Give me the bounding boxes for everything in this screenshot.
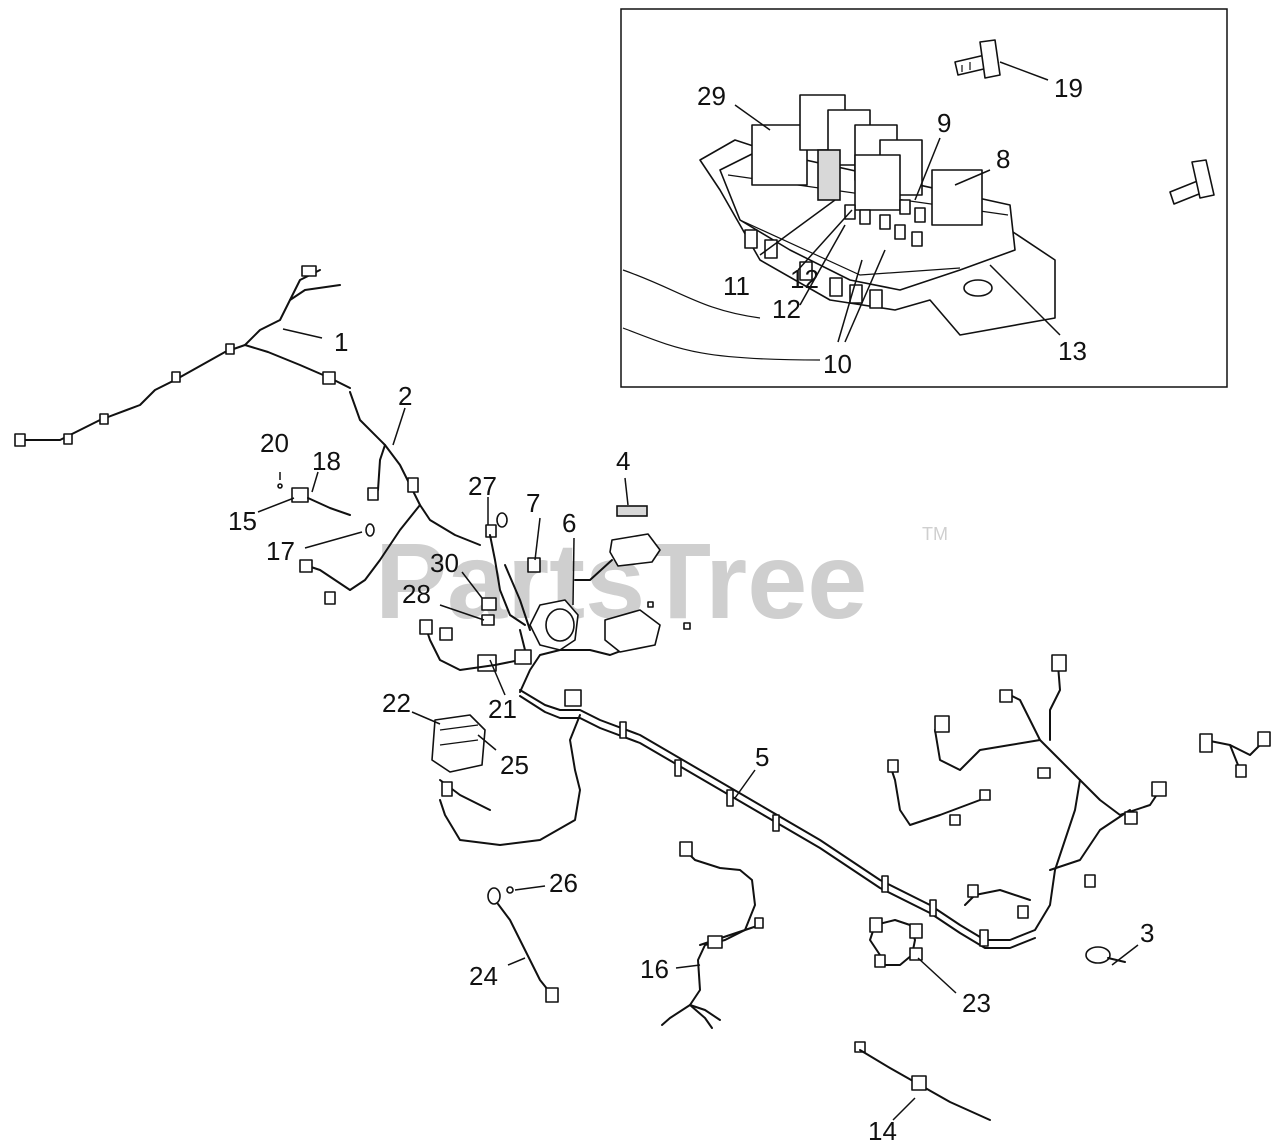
- callout-25: 25: [500, 750, 529, 780]
- callout-11: 11: [723, 271, 750, 301]
- callout-30: 30: [430, 548, 459, 578]
- relay-15: [257, 471, 375, 549]
- callout-16: 16: [640, 954, 669, 984]
- sensor-24: [487, 885, 559, 1003]
- callout-10: 10: [823, 349, 852, 379]
- callout-29: 29: [697, 81, 726, 111]
- callout-12-upper: 12: [790, 264, 819, 294]
- controller-22: [411, 711, 497, 811]
- callout-26: 26: [549, 868, 578, 898]
- callout-27: 27: [468, 471, 497, 501]
- callout-12-lower: 12: [772, 294, 801, 324]
- callout-24: 24: [469, 961, 498, 991]
- callout-14: 14: [868, 1116, 897, 1146]
- cable-14: [854, 1041, 991, 1121]
- callout-17: 17: [266, 536, 295, 566]
- bolt: [1169, 159, 1215, 205]
- callout-19: 19: [1054, 73, 1083, 103]
- callout-4: 4: [616, 446, 630, 476]
- callout-1: 1: [334, 327, 348, 357]
- callout-3: 3: [1140, 918, 1154, 948]
- harness-5: [439, 639, 1167, 949]
- fuse-box-inset: [620, 8, 1228, 388]
- callout-20: 20: [260, 428, 289, 458]
- harness-23: [869, 917, 957, 994]
- bolt-19: [954, 39, 1001, 79]
- callout-28: 28: [402, 579, 431, 609]
- callout-5: 5: [755, 742, 769, 772]
- callout-9: 9: [937, 108, 951, 138]
- pigtail-harness: [1199, 731, 1271, 778]
- callout-13: 13: [1058, 336, 1087, 366]
- callout-labels: 1 2 3 4 5 6 7 8 9 10 11 12 12 13 14 15 1…: [228, 73, 1154, 1146]
- harness-2: [299, 391, 481, 605]
- watermark-trademark: TM: [922, 524, 948, 544]
- callout-21: 21: [488, 694, 517, 724]
- center-components: [419, 477, 691, 696]
- callout-2: 2: [398, 381, 412, 411]
- callout-23: 23: [962, 988, 991, 1018]
- callout-7: 7: [526, 488, 540, 518]
- callout-6: 6: [562, 508, 576, 538]
- cable-tie-3: [1085, 944, 1139, 966]
- callout-8: 8: [996, 144, 1010, 174]
- harness-1: [14, 265, 351, 447]
- callout-15: 15: [228, 506, 257, 536]
- callout-18: 18: [312, 446, 341, 476]
- harness-16: [661, 841, 764, 1029]
- callout-22: 22: [382, 688, 411, 718]
